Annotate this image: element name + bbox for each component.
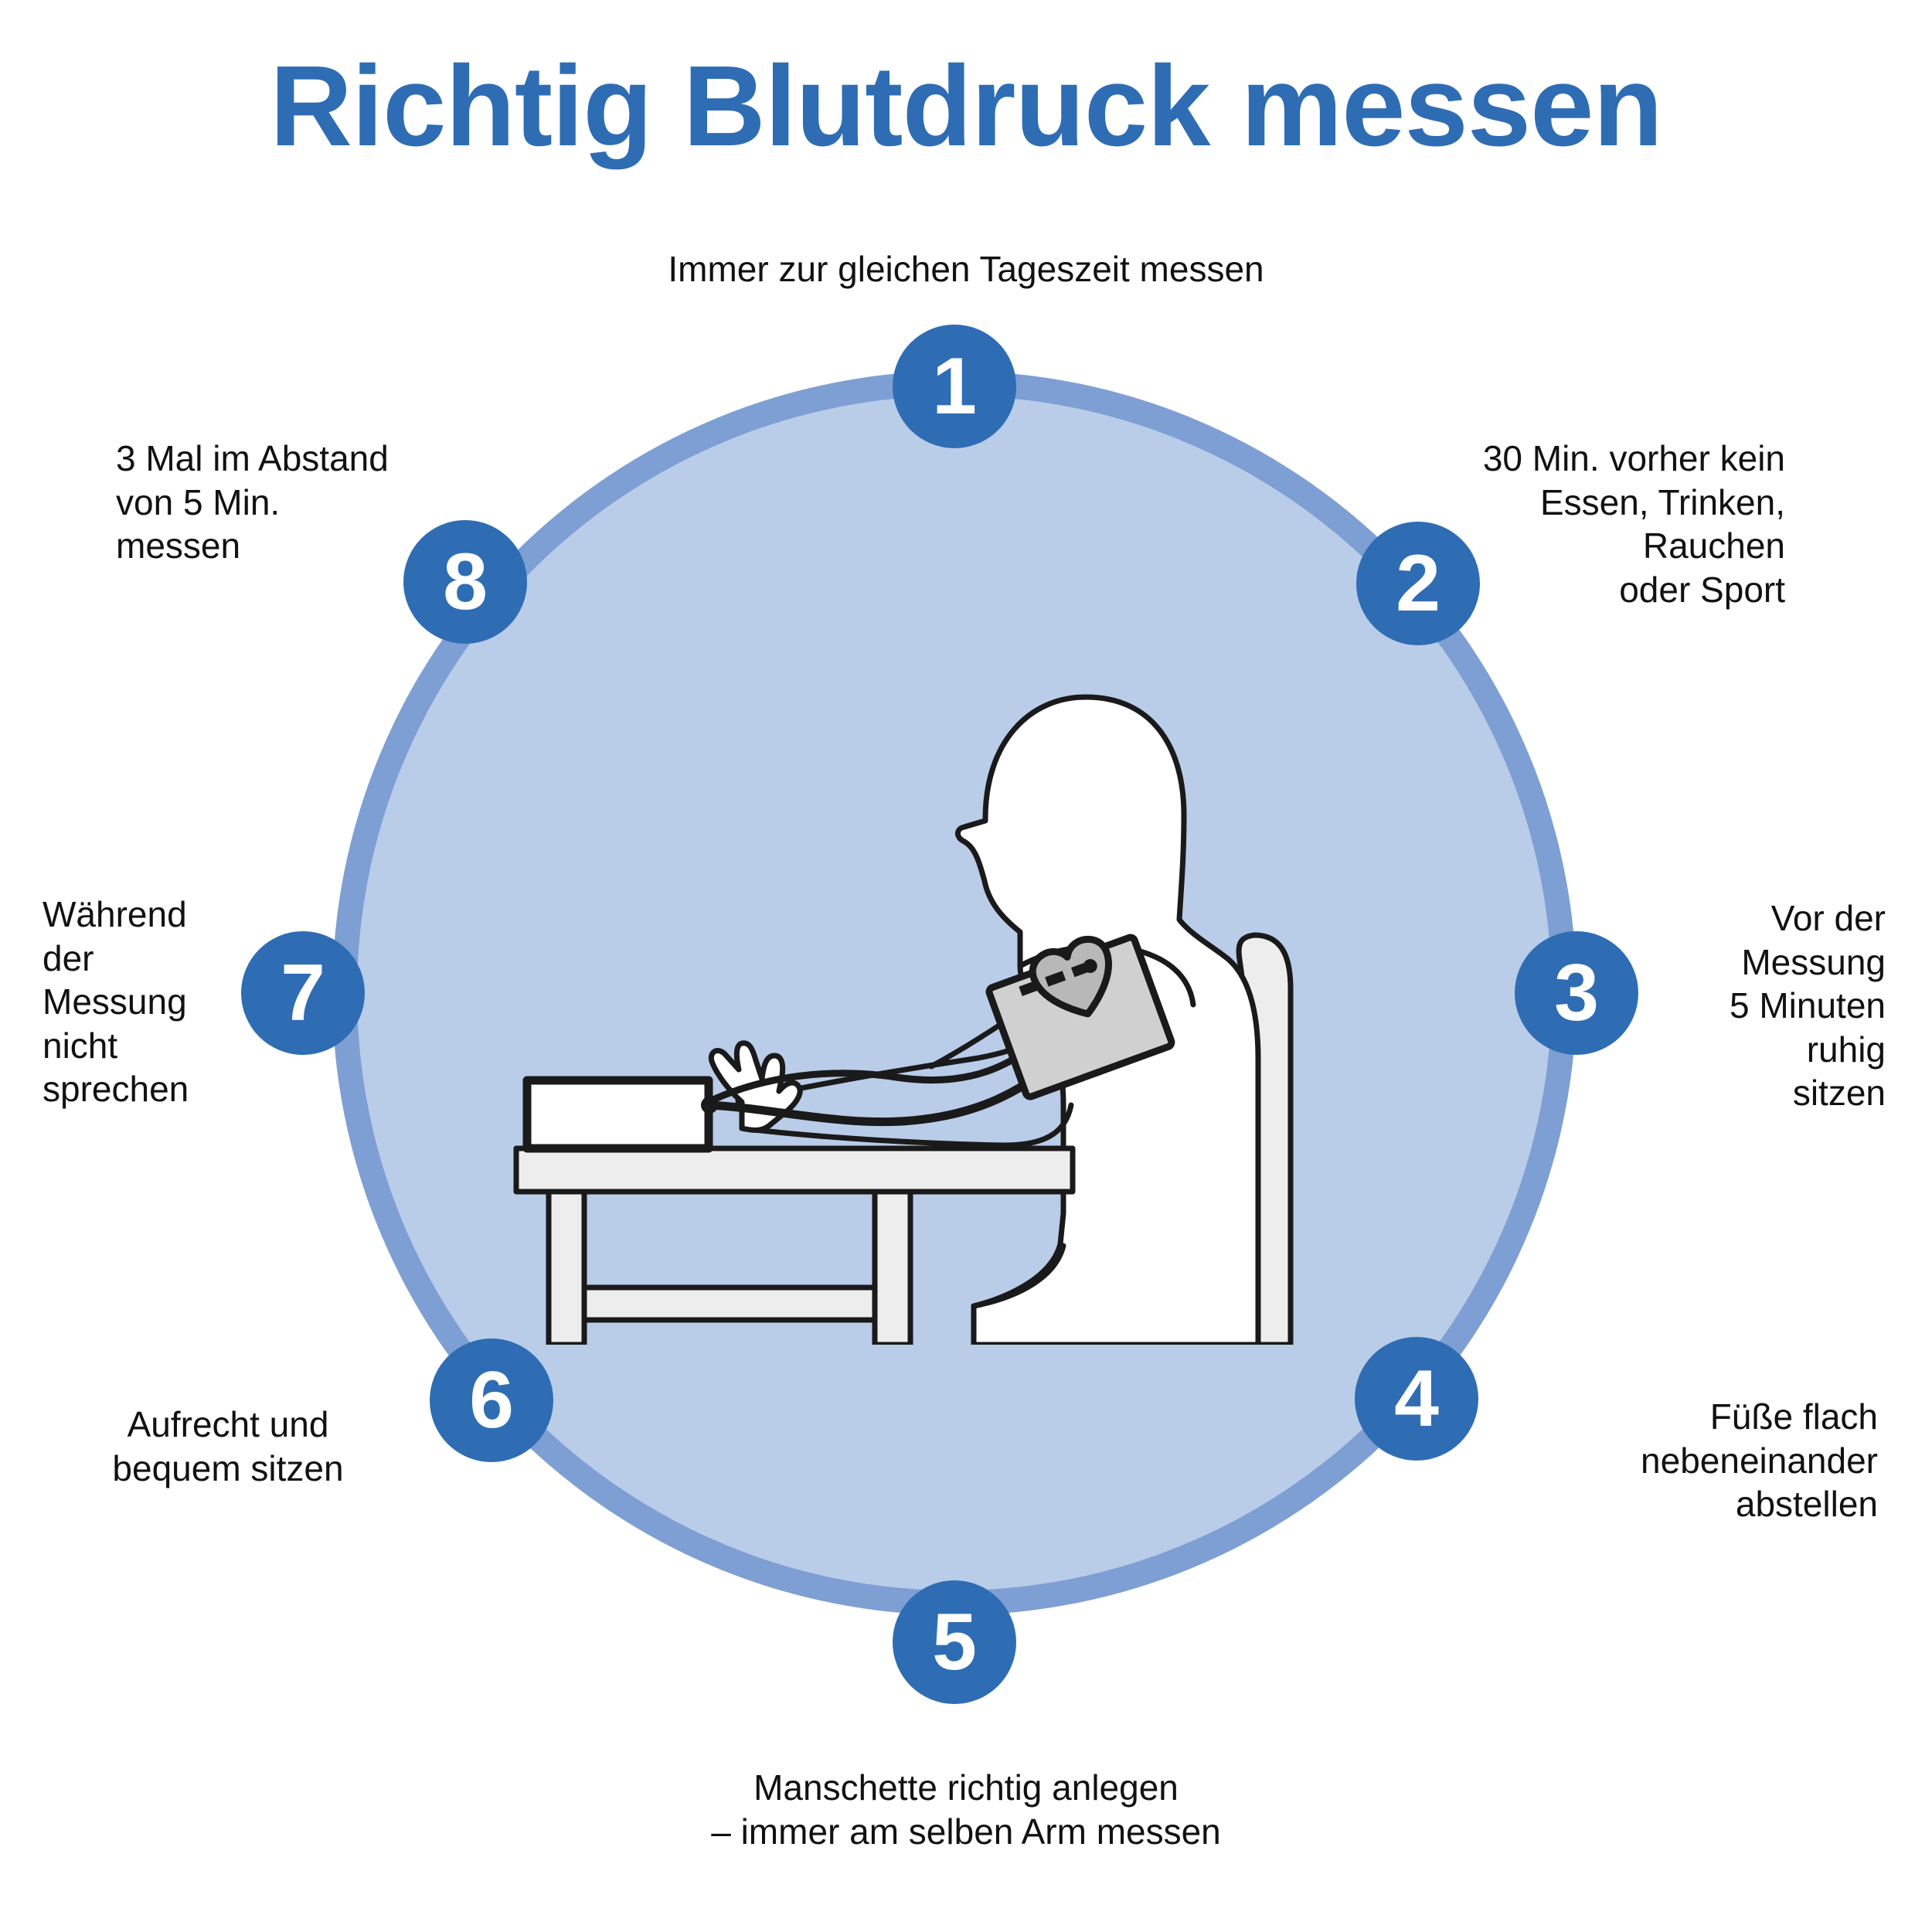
table-leg-left: [546, 1189, 587, 1345]
heart-icon: [1019, 935, 1112, 1018]
step-caption-2: 30 Min. vorher kein Essen, Trinken, Rauc…: [1482, 438, 1785, 610]
table-top: [513, 1145, 1076, 1195]
step-caption-7: Während der Messung nicht sprechen: [43, 894, 189, 1110]
step-badge-2[interactable]: 2: [1356, 522, 1480, 645]
step-badge-1[interactable]: 1: [893, 325, 1016, 448]
page-title: Richtig Blutdruck messen: [270, 43, 1663, 170]
step-caption-6: Aufrecht und bequem sitzen: [112, 1404, 344, 1488]
table-leg-right: [872, 1189, 913, 1345]
step-caption-3: Vor der Messung 5 Minuten ruhig sitzen: [1729, 898, 1886, 1114]
step-caption-4: Füße flach nebeneinander abstellen: [1641, 1396, 1878, 1525]
step-badge-7[interactable]: 7: [241, 931, 365, 1055]
step-caption-8: 3 Mal im Abstand von 5 Min. messen: [116, 438, 389, 566]
step-badge-3[interactable]: 3: [1515, 931, 1638, 1055]
heartbeat-dot: [1083, 959, 1097, 974]
cuff-tube-upper: [701, 1049, 1028, 1107]
blood-pressure-monitor: [522, 1076, 713, 1153]
forearm-bottom-line: [739, 1102, 1074, 1148]
table-brace: [581, 1284, 878, 1323]
thigh-line: [971, 1243, 1066, 1309]
illustration-person-measuring-blood-pressure: [510, 626, 1314, 1345]
step-badge-4[interactable]: 4: [1355, 1337, 1478, 1461]
step-badge-5[interactable]: 5: [893, 1580, 1016, 1704]
step-badge-8[interactable]: 8: [403, 520, 527, 644]
step-caption-5: Manschette richtig anlegen – immer am se…: [711, 1767, 1221, 1852]
step-caption-1: Immer zur gleichen Tageszeit messen: [668, 249, 1264, 289]
circle-disc: [357, 396, 1552, 1590]
cuff-tube-lower: [705, 1062, 1056, 1127]
tube-connector: [701, 1097, 718, 1114]
step-badge-6[interactable]: 6: [430, 1338, 553, 1462]
